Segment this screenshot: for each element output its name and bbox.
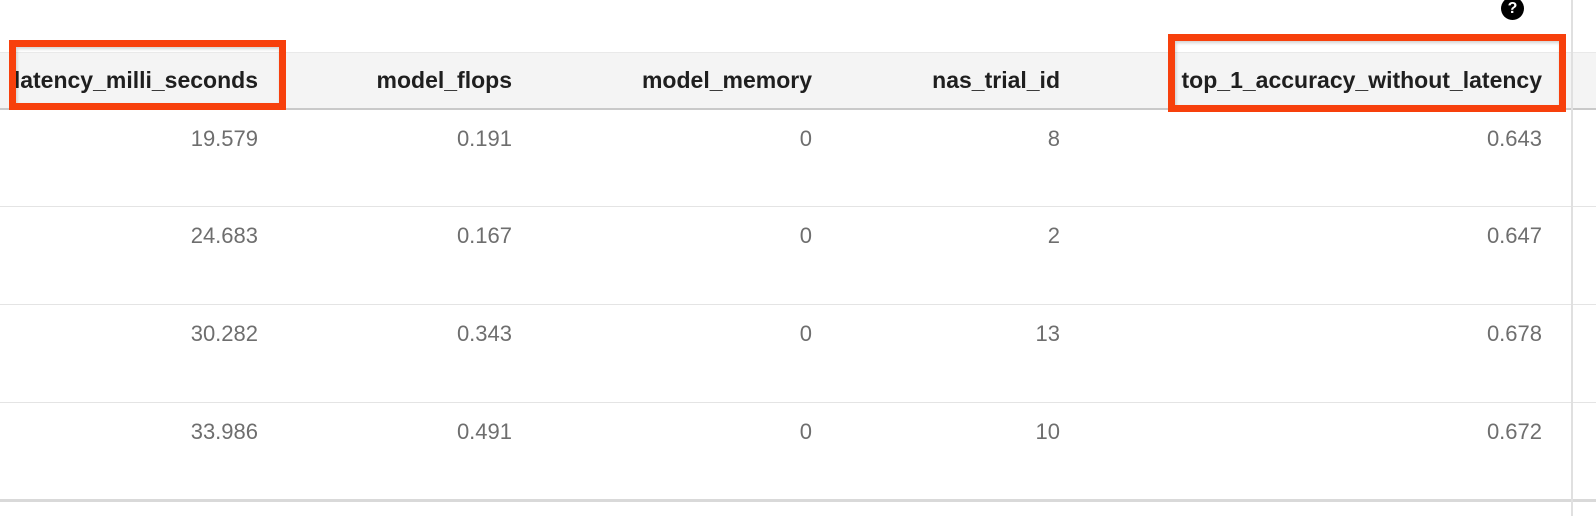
cell-spacer bbox=[1542, 108, 1571, 207]
table-header-row: latency_milli_seconds model_flops model_… bbox=[0, 52, 1596, 110]
cell-model-flops: 0.343 bbox=[258, 304, 512, 403]
table-row: 33.986 0.491 0 10 0.672 bbox=[0, 402, 1596, 502]
cell-model-flops: 0.167 bbox=[258, 206, 512, 305]
table-row: 30.282 0.343 0 13 0.678 bbox=[0, 304, 1596, 403]
cell-next-column-sliver bbox=[1571, 402, 1596, 502]
column-header-model-flops: model_flops bbox=[258, 52, 512, 110]
column-boundary-line bbox=[1571, 0, 1573, 516]
column-header-spacer bbox=[1542, 52, 1571, 110]
cell-top-1-accuracy: 0.672 bbox=[1060, 402, 1542, 502]
cell-nas-trial-id: 2 bbox=[812, 206, 1060, 305]
metrics-table: latency_milli_seconds model_flops model_… bbox=[0, 52, 1596, 502]
cell-spacer bbox=[1542, 402, 1571, 502]
cell-latency: 19.579 bbox=[0, 108, 258, 207]
table-row: 24.683 0.167 0 2 0.647 bbox=[0, 206, 1596, 305]
cell-latency: 30.282 bbox=[0, 304, 258, 403]
cell-top-1-accuracy: 0.643 bbox=[1060, 108, 1542, 207]
cell-model-flops: 0.191 bbox=[258, 108, 512, 207]
cell-model-memory: 0 bbox=[512, 206, 812, 305]
cell-next-column-sliver bbox=[1571, 108, 1596, 207]
cell-latency: 33.986 bbox=[0, 402, 258, 502]
cell-spacer bbox=[1542, 304, 1571, 403]
cell-model-memory: 0 bbox=[512, 108, 812, 207]
cell-top-1-accuracy: 0.678 bbox=[1060, 304, 1542, 403]
cell-nas-trial-id: 13 bbox=[812, 304, 1060, 403]
cell-top-1-accuracy: 0.647 bbox=[1060, 206, 1542, 305]
help-icon[interactable]: ? bbox=[1501, 0, 1524, 20]
table-row: 19.579 0.191 0 8 0.643 bbox=[0, 108, 1596, 207]
column-header-latency-milli-seconds: latency_milli_seconds bbox=[0, 52, 258, 110]
cell-spacer bbox=[1542, 206, 1571, 305]
cell-nas-trial-id: 10 bbox=[812, 402, 1060, 502]
column-header-next-column-sliver bbox=[1571, 52, 1596, 110]
cell-next-column-sliver bbox=[1571, 304, 1596, 403]
cell-model-memory: 0 bbox=[512, 304, 812, 403]
column-header-nas-trial-id: nas_trial_id bbox=[812, 52, 1060, 110]
cell-nas-trial-id: 8 bbox=[812, 108, 1060, 207]
cell-latency: 24.683 bbox=[0, 206, 258, 305]
column-header-model-memory: model_memory bbox=[512, 52, 812, 110]
column-header-top-1-accuracy-without-latency: top_1_accuracy_without_latency bbox=[1060, 52, 1542, 110]
cell-next-column-sliver bbox=[1571, 206, 1596, 305]
cell-model-memory: 0 bbox=[512, 402, 812, 502]
cell-model-flops: 0.491 bbox=[258, 402, 512, 502]
